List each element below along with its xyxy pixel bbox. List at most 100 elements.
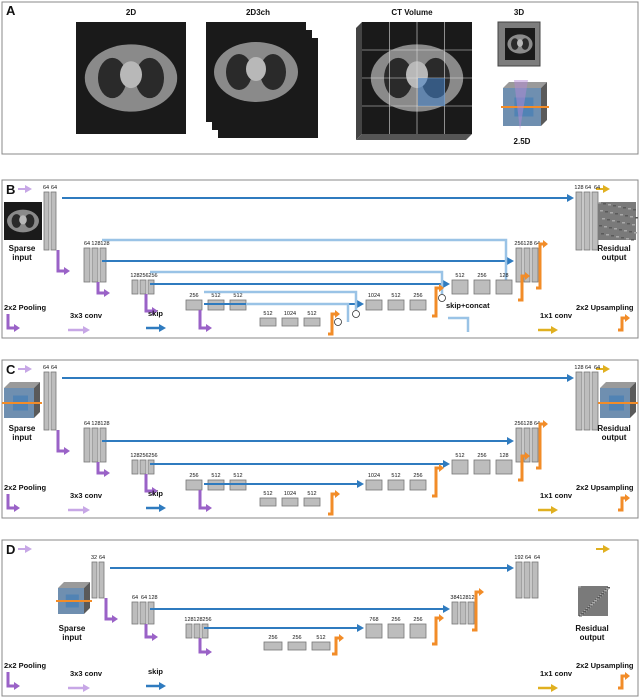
panel-d-enc-block-l1 — [98, 561, 105, 599]
panel-b-pool-arrow-head — [64, 267, 70, 275]
panel-c-dec-block-l2 — [523, 427, 531, 463]
panel-b-enc-block-l5 — [259, 317, 277, 327]
legend-skip: skip — [148, 489, 163, 498]
residual-output-image-texture — [582, 612, 585, 614]
panel-d-upsample-arrow — [472, 590, 481, 632]
channel-label: 1024 — [284, 311, 296, 317]
channel-label: 512 — [391, 293, 400, 299]
channel-label: 64 — [99, 555, 105, 561]
panel-d-dec-block-l3 — [387, 623, 405, 639]
channel-label: 128 — [91, 421, 100, 427]
ct-image-2d3ch-front-heart — [246, 57, 266, 81]
channel-label: 128 — [468, 595, 477, 601]
panel-d-pool-arrow-head — [206, 648, 212, 656]
panel-d-legend-conv-arrow-top-head — [25, 545, 32, 553]
panel-b-dec-block-l2 — [523, 247, 531, 283]
panel-b-upsample-arrow — [432, 286, 441, 318]
panel-b-dec-block-l2 — [515, 247, 523, 283]
panel-b-pool-arrow — [56, 250, 66, 273]
residual-output-image-texture — [630, 216, 633, 218]
channel-label: 64 — [594, 185, 600, 191]
channel-label: 64 — [51, 365, 57, 371]
channel-label: 256 — [292, 635, 301, 641]
panel-a-letter: A — [6, 3, 16, 18]
residual-output-image-texture — [606, 588, 609, 590]
panel-d-legend-conv1-arrow-top-head — [603, 545, 610, 553]
residual-output-image-texture — [600, 210, 603, 212]
panel-b-enc-block-l2 — [91, 247, 99, 283]
panel-b-dec-block-l3 — [451, 279, 469, 295]
legend-skip-arrow-head — [159, 324, 166, 332]
panel-b-pool-arrow-head — [152, 307, 158, 315]
panel-d-dec-block-l3 — [365, 623, 383, 639]
channel-label: 256 — [413, 473, 422, 479]
residual-output-image-texture — [591, 603, 594, 605]
channel-label: 512 — [211, 473, 220, 479]
panel-b-pool-arrow — [198, 310, 208, 330]
residual-output-image-texture — [596, 598, 599, 600]
legend-conv-arrow-head — [83, 506, 90, 514]
channel-label: 512 — [263, 491, 272, 497]
panel-d-skip-arrow-head — [507, 564, 514, 572]
legend-pooling: 2x2 Pooling — [4, 303, 47, 312]
panel-d-skip-arrow-head — [357, 624, 364, 632]
legend-upsampling: 2x2 Upsampling — [576, 303, 634, 312]
panel-d-pool-arrow — [144, 624, 154, 639]
residual-output-image-texture — [616, 236, 619, 238]
residual-output-image-texture — [579, 615, 582, 617]
channel-label: 128 — [523, 241, 532, 247]
channel-label: 1024 — [284, 491, 296, 497]
panel-b-upsample-arrow-head — [543, 240, 548, 248]
panel-b-concat-node — [352, 310, 360, 318]
ct-image-2d3ch-front-lung-right — [260, 54, 286, 90]
panel-c-upsample-arrow-bottom-head — [335, 490, 340, 498]
panel-b-dec-block-l2 — [531, 247, 539, 283]
residual-output-image-texture — [604, 590, 607, 592]
cube-3d-face-lung-right — [521, 38, 529, 50]
channel-label: 256 — [413, 293, 422, 299]
panel-c-skip-arrow-head — [443, 460, 450, 468]
residual-output-image-texture — [586, 608, 589, 610]
residual-output-image-texture — [612, 220, 615, 222]
channel-label: 128 — [91, 241, 100, 247]
legend-skip-concat-arrow — [448, 316, 470, 332]
channel-label: 768 — [369, 617, 378, 623]
panel-c-letter: C — [6, 362, 16, 377]
channel-label: 512 — [233, 293, 242, 299]
legend-upsampling-arrow-head — [625, 672, 630, 680]
legend-skip-concat: skip+concat — [446, 301, 490, 310]
panel-b-dec-block-l4 — [365, 299, 383, 311]
panel-b-pool-arrow-head — [104, 289, 110, 297]
residual-output-image-texture — [589, 605, 592, 607]
panel-c-skip-arrow-head — [357, 480, 364, 488]
channel-label: 64 — [534, 421, 540, 427]
panel-b-dec-block-l1 — [575, 191, 583, 251]
panel-c-upsample-arrow — [518, 454, 527, 482]
panel-d-dec-block-l2 — [459, 601, 467, 625]
panel-d-dec-block-l1 — [515, 561, 523, 599]
panel-d-enc-block-l3 — [193, 623, 201, 639]
channel-label: 1024 — [368, 293, 380, 299]
panel-d-bottleneck-block — [263, 641, 283, 651]
residual-output-image-texture — [633, 209, 636, 211]
residual-output-image-texture — [614, 228, 617, 230]
channel-label: 256 — [148, 453, 157, 459]
residual-output-image-texture — [634, 232, 637, 234]
legend-pooling-arrow-head — [14, 324, 20, 332]
panel-d-dec-block-l3 — [409, 623, 427, 639]
panel-c-upsample-arrow-bottom — [328, 492, 337, 516]
channel-label: 64 — [141, 595, 147, 601]
panel-d-enc-block-l2 — [131, 601, 139, 625]
panel-d-dec-block-l2 — [467, 601, 475, 625]
panel-b-upsample-arrow — [536, 242, 545, 290]
panel-d-upsample-arrow — [432, 616, 441, 646]
panel-b-enc-block-l2 — [83, 247, 91, 283]
residual-output-image-texture — [629, 231, 632, 233]
panel-d-enc-block-l3 — [185, 623, 193, 639]
panel-c-dec-block-l3 — [451, 459, 469, 475]
channel-label: 256 — [139, 273, 148, 279]
panel-b-legend-conv1-arrow-top-head — [603, 185, 610, 193]
channel-label: 64 — [525, 555, 531, 561]
channel-label: 512 — [211, 293, 220, 299]
residual-output-image-texture — [609, 227, 612, 229]
